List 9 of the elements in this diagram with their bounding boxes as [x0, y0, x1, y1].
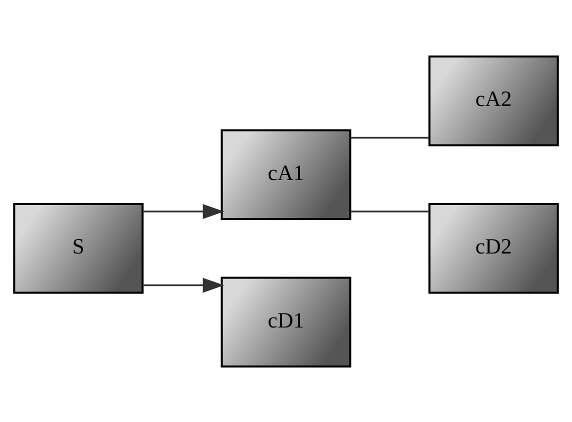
node-box: S	[13, 202, 144, 294]
arrow	[142, 277, 224, 292]
node-box: cA1	[220, 128, 352, 220]
connector	[350, 136, 430, 138]
connector	[350, 210, 430, 212]
node-box: cD1	[220, 276, 352, 368]
arrow	[142, 204, 224, 218]
node-box: cD2	[428, 202, 559, 294]
node-box: cA2	[428, 54, 559, 146]
